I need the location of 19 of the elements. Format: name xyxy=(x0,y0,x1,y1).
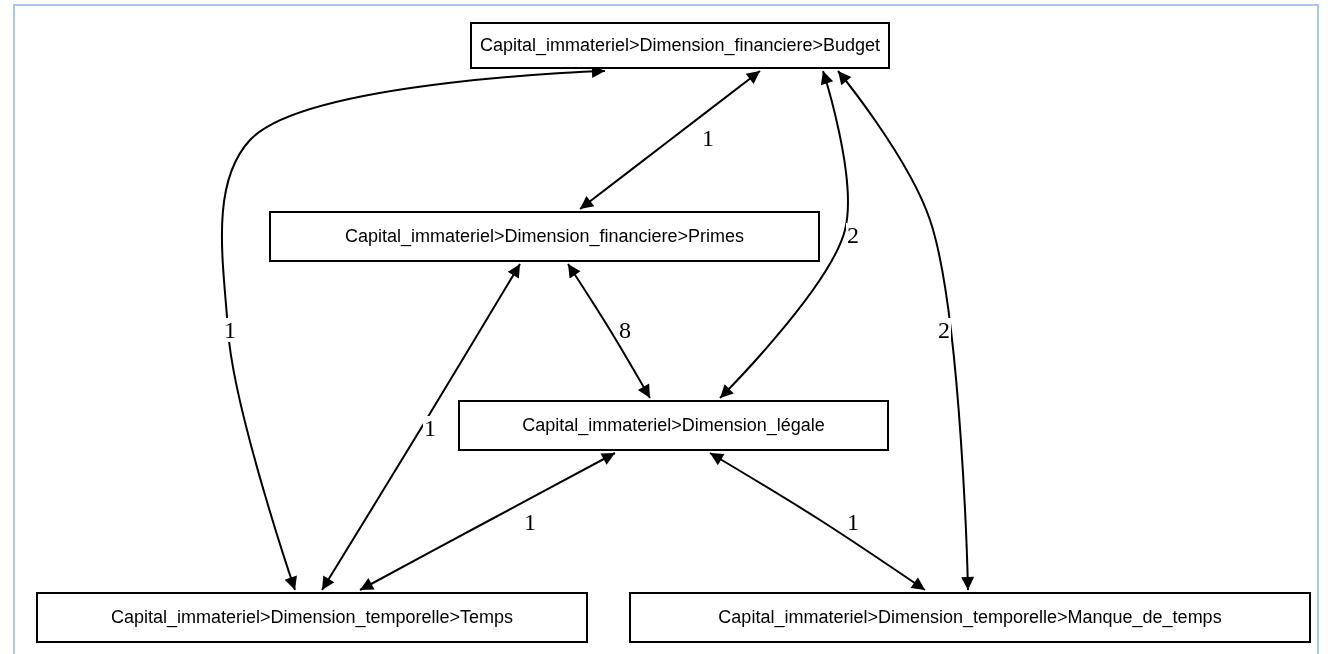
process-box xyxy=(470,22,890,69)
node-label: Capital_immateriel>Dimension_temporelle>Temps xyxy=(110,607,514,628)
double-arrow xyxy=(579,70,761,210)
double-arrow xyxy=(837,70,975,591)
double-arrow xyxy=(321,263,521,591)
double-arrow xyxy=(359,452,616,591)
process-box xyxy=(36,592,588,643)
node-label: Capital_immateriel>Dimension_financiere>Budget xyxy=(479,35,881,56)
process-box xyxy=(458,400,889,451)
node-label: Capital_immateriel>Dimension_financiere>Primes xyxy=(344,226,745,247)
edge-label: 1 xyxy=(223,318,237,342)
double-arrow xyxy=(719,70,849,399)
node-label: Capital_immateriel>Dimension_légale xyxy=(522,415,825,436)
double-arrow xyxy=(567,263,651,399)
double-arrow xyxy=(709,452,926,591)
process-box xyxy=(269,211,820,262)
node-label: Capital_immateriel>Dimension_temporelle>Manque_de_temps xyxy=(718,607,1222,628)
edge-label: 2 xyxy=(937,318,951,342)
process-box xyxy=(629,592,1311,643)
